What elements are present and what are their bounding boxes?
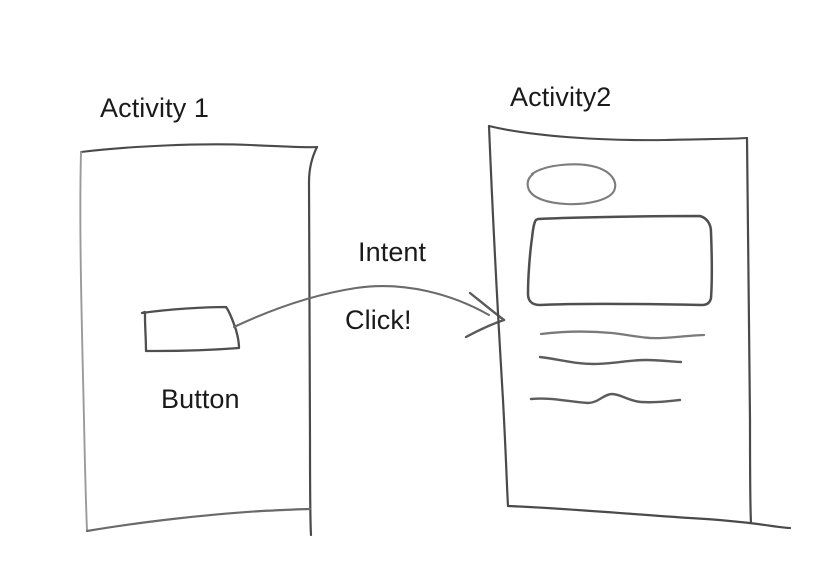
intent-arrowhead-upper-barb (468, 291, 506, 322)
content-image-box[interactable] (526, 214, 713, 307)
activity-1-screen[interactable] (79, 143, 319, 537)
activity-2-content (526, 163, 713, 405)
button-outline (140, 305, 241, 353)
content-text-line-3 (529, 392, 682, 405)
activity-1-right-edge (307, 145, 319, 537)
button-shape[interactable] (140, 305, 241, 353)
activity-2-bottom-edge (506, 504, 792, 530)
intent-arrow[interactable] (232, 285, 506, 339)
activity-2-right-edge (745, 136, 753, 525)
intent-arrowhead-lower-barb (464, 318, 506, 339)
activity-2-top-edge (487, 124, 749, 142)
activity-1-bottom-edge (85, 507, 312, 533)
intent-label: Intent (358, 237, 427, 267)
content-text-line-2 (538, 355, 683, 366)
content-text-line-1 (539, 330, 706, 340)
intent-arrow-curve (232, 285, 491, 329)
activity-1-title: Activity 1 (100, 93, 210, 123)
activity-2-title: Activity2 (510, 82, 612, 112)
activity-1-top-edge (79, 143, 319, 154)
activity-1-left-edge (79, 151, 88, 532)
click-label: Click! (345, 305, 412, 335)
activity-2-screen[interactable] (487, 124, 792, 530)
content-ellipse[interactable] (526, 163, 617, 206)
activity-2-left-edge (487, 124, 510, 508)
button-label: Button (161, 384, 240, 414)
